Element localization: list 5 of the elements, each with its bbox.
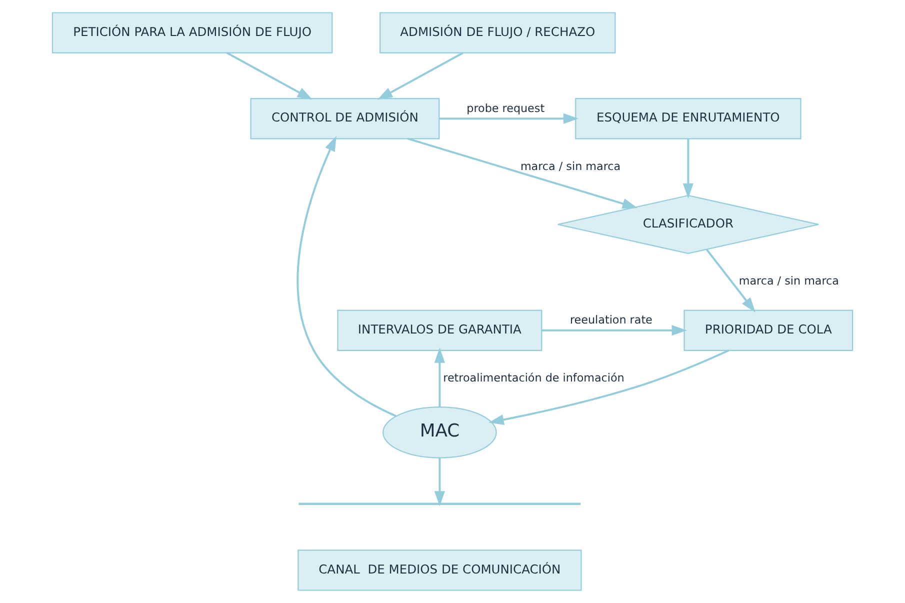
edge-label: reeulation rate xyxy=(570,314,652,327)
edge-label: marca / sin marca xyxy=(520,160,621,173)
edge-label: retroalimentación de infomación xyxy=(443,372,624,385)
edge-label: probe request xyxy=(466,102,545,115)
edge-label: marca / sin marca xyxy=(738,274,839,288)
